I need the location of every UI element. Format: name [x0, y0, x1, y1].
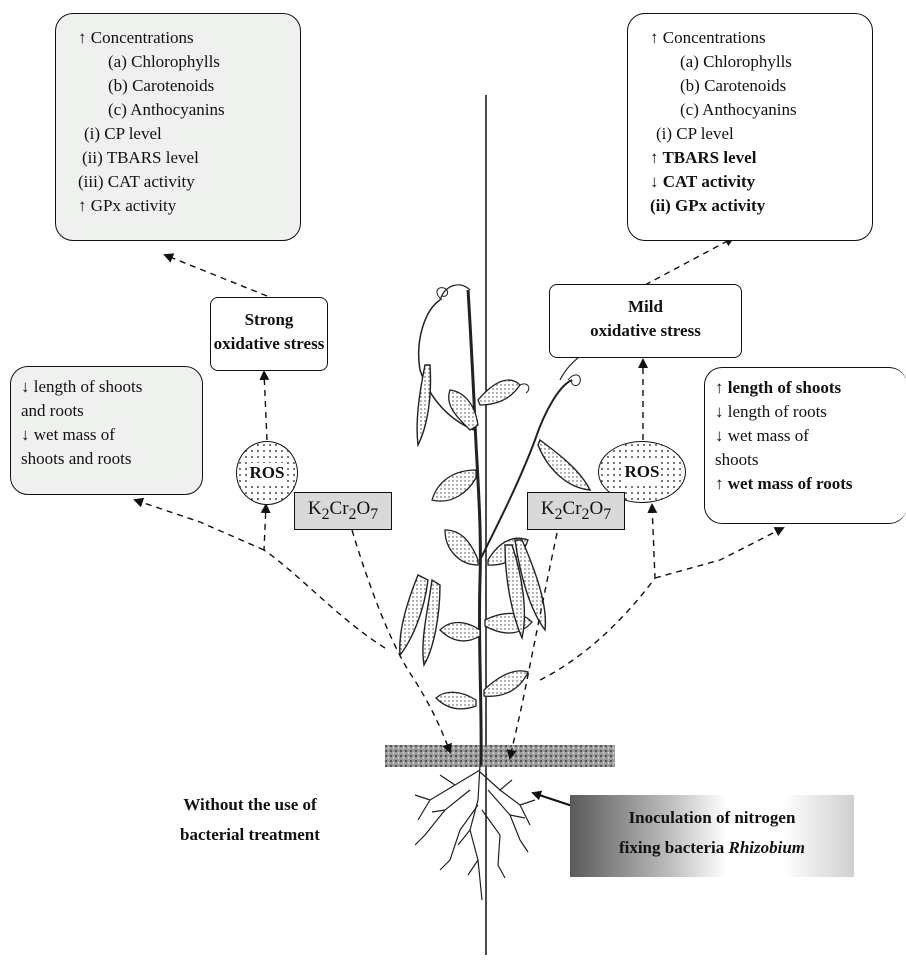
- left-mid-box-line: and roots: [21, 399, 202, 423]
- arrow-icon: ↓: [715, 426, 724, 445]
- right-top-box-line: (ii) GPx activity: [650, 194, 872, 218]
- potassium-dichromate-box-right: K2Cr2O7: [527, 492, 625, 530]
- right-top-box-line: (c) Anthocyanins: [650, 98, 872, 122]
- line-text: (iii) CAT activity: [78, 172, 195, 191]
- right-top-box-line: ↓ CAT activity: [650, 170, 872, 194]
- left-top-box-line: (a) Chlorophylls: [78, 50, 300, 74]
- line-text: wet mass of: [33, 425, 115, 444]
- without-caption-line2: bacterial treatment: [180, 825, 320, 844]
- without-caption-line1: Without the use of: [183, 795, 317, 814]
- line-text: (a) Chlorophylls: [108, 52, 220, 71]
- right-top-box-line: (i) CP level: [650, 122, 872, 146]
- arrow-icon: ↑: [78, 28, 87, 47]
- plant-pea-pods: [399, 364, 592, 668]
- line-text: and roots: [21, 401, 84, 420]
- line-text: Concentrations: [662, 28, 766, 47]
- line-text: (i) CP level: [84, 124, 162, 143]
- line-text: CAT activity: [662, 172, 756, 191]
- right-mid-box-line: ↓ length of roots: [715, 400, 906, 424]
- soil-band: [385, 745, 615, 767]
- line-text: (b) Carotenoids: [108, 76, 215, 95]
- strong-stress-line2: oxidative stress: [213, 334, 325, 353]
- chem-formula-left: K2Cr2O7: [307, 498, 379, 523]
- arrow-icon: ↓: [21, 377, 30, 396]
- line-text: (ii) GPx activity: [650, 196, 766, 215]
- line-text: (ii) TBARS level: [82, 148, 199, 167]
- arrow-icon: ↑: [715, 474, 724, 493]
- plant-tendrils: [436, 287, 581, 394]
- inoculation-box: Inoculation of nitrogen fixing bacteria …: [570, 795, 854, 877]
- line-text: (c) Anthocyanins: [680, 100, 797, 119]
- line-text: wet mass of roots: [727, 474, 853, 493]
- strong-stress-line1: Strong: [244, 310, 294, 329]
- line-text: length of shoots: [33, 377, 143, 396]
- line-text: length of shoots: [727, 378, 842, 397]
- arrow-icon: ↑: [715, 378, 724, 397]
- left-effects-box: ↑ Concentrations (a) Chlorophylls (b) Caro…: [55, 13, 301, 241]
- right-growth-box: ↑ length of shoots↓ length of roots↓ wet…: [704, 367, 906, 524]
- right-top-box-line: (a) Chlorophylls: [650, 50, 872, 74]
- line-text: (b) Carotenoids: [680, 76, 787, 95]
- right-top-box-line: (b) Carotenoids: [650, 74, 872, 98]
- line-text: (a) Chlorophylls: [680, 52, 792, 71]
- ros-label-right: ROS: [622, 462, 662, 482]
- without-treatment-caption: Without the use of bacterial treatment: [150, 790, 350, 850]
- left-top-box-line: ↑ Concentrations: [78, 26, 300, 50]
- left-mid-box-line: ↓ wet mass of: [21, 423, 202, 447]
- line-text: (c) Anthocyanins: [108, 100, 225, 119]
- left-top-box-line: (ii) TBARS level: [78, 146, 300, 170]
- chem-formula-right: K2Cr2O7: [540, 498, 612, 523]
- arrow-icon: ↓: [715, 402, 724, 421]
- line-text: wet mass of: [727, 426, 809, 445]
- arrow-icon: ↑: [650, 28, 659, 47]
- left-growth-box: ↓ length of shoots and roots ↓ wet mass of…: [10, 366, 203, 495]
- right-mid-box-line: ↓ wet mass of: [715, 424, 906, 448]
- plant-stem: [466, 289, 483, 766]
- mild-stress-line2: oxidative stress: [590, 321, 701, 340]
- arrow-icon: ↑: [78, 196, 87, 215]
- mild-oxidative-stress-box: Mild oxidative stress: [549, 284, 742, 358]
- arrow-icon: ↓: [21, 425, 30, 444]
- line-text: TBARS level: [662, 148, 757, 167]
- left-top-box-line: (i) CP level: [78, 122, 300, 146]
- plant-leaves: [431, 379, 533, 710]
- right-mid-box-line: ↑ wet mass of roots: [715, 472, 906, 496]
- inoculation-line2: fixing bacteria Rhizobium: [618, 838, 806, 857]
- right-top-box-line: ↑ TBARS level: [650, 146, 872, 170]
- right-mid-box-line: shoots: [715, 448, 906, 472]
- left-top-box-line: (b) Carotenoids: [78, 74, 300, 98]
- right-mid-box-line: ↑ length of shoots: [715, 376, 906, 400]
- potassium-dichromate-box-left: K2Cr2O7: [294, 492, 392, 530]
- left-mid-box-line: ↓ length of shoots: [21, 375, 202, 399]
- inoculation-line1: Inoculation of nitrogen: [628, 808, 796, 827]
- line-text: length of roots: [727, 402, 827, 421]
- ros-label-left: ROS: [247, 463, 287, 483]
- line-text: shoots and roots: [21, 449, 132, 468]
- plant-roots: [414, 764, 536, 901]
- left-top-box-line: (iii) CAT activity: [78, 170, 300, 194]
- left-top-box-line: (c) Anthocyanins: [78, 98, 300, 122]
- line-text: GPx activity: [90, 196, 177, 215]
- line-text: (i) CP level: [656, 124, 734, 143]
- left-mid-box-line: shoots and roots: [21, 447, 202, 471]
- mild-stress-line1: Mild: [628, 297, 663, 316]
- line-text: shoots: [715, 450, 759, 469]
- line-text: Concentrations: [90, 28, 194, 47]
- right-top-box-line: ↑ Concentrations: [650, 26, 872, 50]
- ros-ellipse-left: ROS: [236, 441, 298, 505]
- left-top-box-line: ↑ GPx activity: [78, 194, 300, 218]
- arrow-icon: ↓: [650, 172, 659, 191]
- right-effects-box: ↑ Concentrations (a) Chlorophylls (b) Caro…: [627, 13, 873, 241]
- strong-oxidative-stress-box: Strong oxidative stress: [210, 297, 328, 371]
- arrow-icon: ↑: [650, 148, 659, 167]
